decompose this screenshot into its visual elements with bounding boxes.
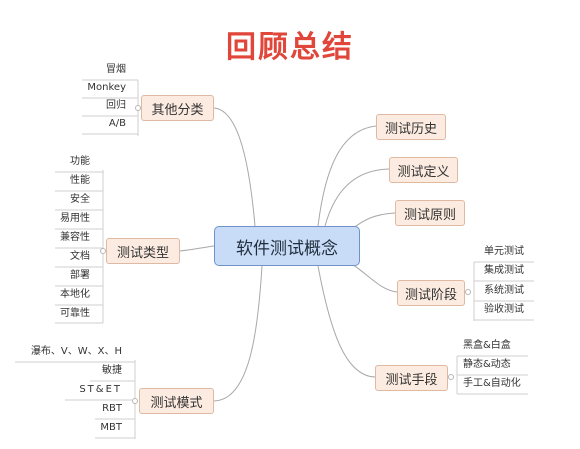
leaf-stages-1[interactable]: 集成测试 (484, 265, 524, 276)
topic-other[interactable]: 其他分类 (141, 95, 214, 121)
link-define (324, 168, 390, 227)
leaf-types-1[interactable]: 性能 (70, 175, 90, 186)
leaf-stages-3[interactable]: 验收测试 (484, 304, 524, 315)
leaf-models-1[interactable]: 敏捷 (102, 365, 122, 376)
leaf-means-1[interactable]: 静态&动态 (463, 359, 511, 370)
leaf-means-2[interactable]: 手工&自动化 (463, 378, 521, 389)
leaf-types-2[interactable]: 安全 (70, 194, 90, 205)
leaf-types-3[interactable]: 易用性 (60, 213, 90, 224)
link-other (213, 107, 256, 227)
central-topic[interactable]: 软件测试概念 (214, 226, 360, 266)
leaf-types-6[interactable]: 部署 (70, 270, 90, 281)
topic-stages[interactable]: 测试阶段 (397, 280, 465, 306)
leaf-stages-2[interactable]: 系统测试 (484, 285, 524, 296)
leaf-stages-0[interactable]: 单元测试 (484, 246, 524, 257)
topic-define[interactable]: 测试定义 (389, 157, 458, 183)
leaf-types-7[interactable]: 本地化 (60, 289, 90, 300)
topic-history[interactable]: 测试历史 (376, 114, 446, 140)
leaf-means-0[interactable]: 黑盒&白盒 (463, 340, 511, 351)
leaf-models-2[interactable]: ST&ET (79, 384, 122, 395)
leaf-models-0[interactable]: 瀑布、V、W、X、H (30, 346, 122, 357)
topic-models[interactable]: 测试模式 (139, 388, 214, 414)
leaf-other-3[interactable]: A/B (108, 118, 126, 129)
leaf-other-0[interactable]: 冒烟 (106, 64, 126, 75)
leaf-types-8[interactable]: 可靠性 (60, 308, 90, 319)
leaf-other-1[interactable]: Monkey (87, 82, 126, 93)
link-history (317, 125, 377, 227)
leaf-other-2[interactable]: 回归 (106, 100, 126, 111)
page-title: 回顾总结 (226, 30, 354, 65)
leaf-types-4[interactable]: 兼容性 (60, 232, 90, 243)
leaf-types-0[interactable]: 功能 (70, 156, 90, 167)
leaf-models-3[interactable]: RBT (102, 403, 122, 414)
link-types (179, 245, 215, 252)
topic-means[interactable]: 测试手段 (375, 365, 448, 391)
leaf-models-4[interactable]: MBT (100, 422, 122, 433)
topic-rules[interactable]: 测试原则 (395, 200, 465, 226)
link-means (317, 265, 376, 378)
topic-types[interactable]: 测试类型 (106, 238, 180, 264)
leaf-types-5[interactable]: 文档 (70, 251, 90, 262)
link-models (213, 265, 263, 402)
